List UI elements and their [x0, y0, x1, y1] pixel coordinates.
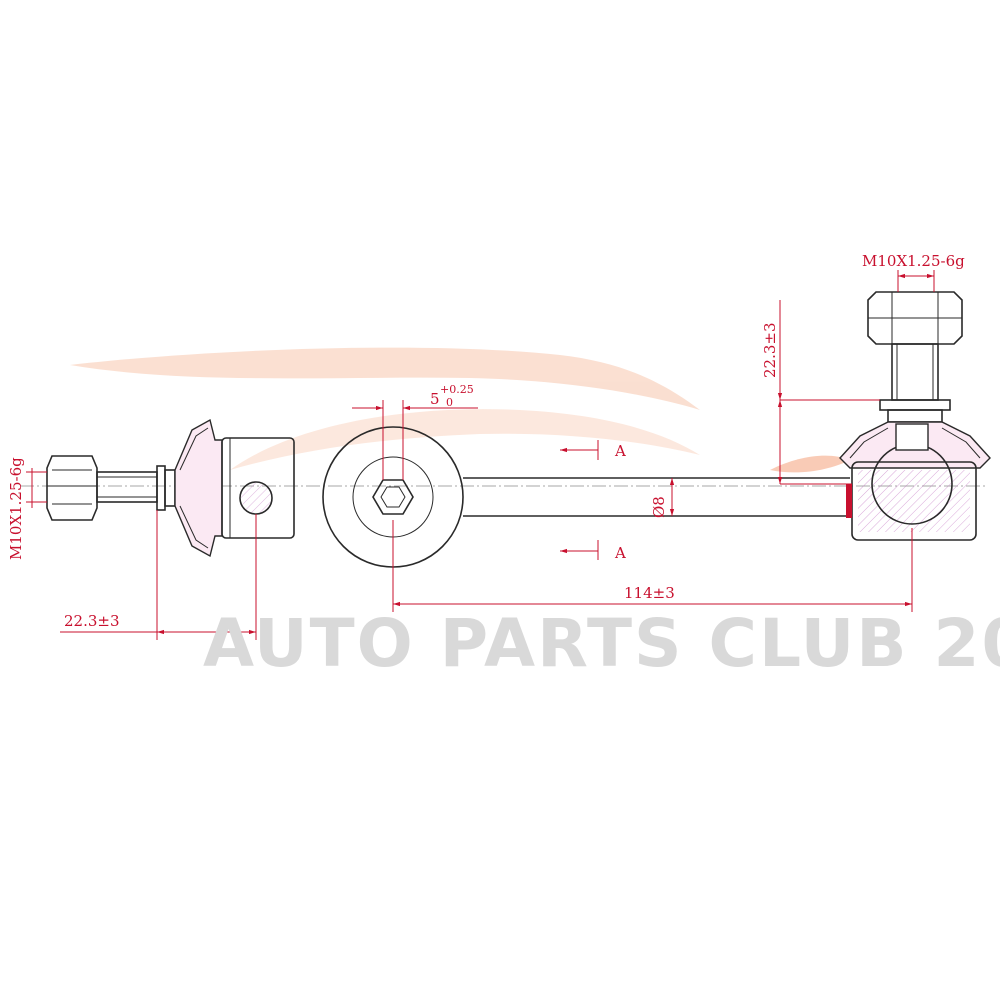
dimensions: M10X1.25-6g 22.3±3 5 +0.25 0 A A Ø8 114±… — [7, 252, 965, 640]
left-ball-joint — [46, 418, 295, 558]
thread-label-left: M10X1.25-6g — [7, 457, 25, 560]
watermark-text: AUTO PARTS CLUB 2018 — [203, 605, 1000, 682]
thread-label-right: M10X1.25-6g — [862, 252, 965, 270]
left-dust-boot — [174, 418, 223, 558]
right-stud — [891, 343, 939, 401]
length-label-left: 22.3±3 — [64, 612, 120, 630]
weld-mark — [846, 484, 852, 518]
hex-width-label: 5 — [430, 390, 440, 408]
hex-tol-upper: +0.25 — [440, 383, 474, 396]
rod — [463, 477, 850, 517]
hex-tol-lower: 0 — [446, 396, 453, 409]
length-label-right: 22.3±3 — [761, 322, 779, 378]
left-housing — [221, 437, 295, 539]
section-a-bottom: A — [614, 544, 626, 562]
section-a-top: A — [614, 442, 626, 460]
hex-socket — [372, 479, 414, 515]
rod-dia-label: Ø8 — [650, 496, 668, 518]
left-hex-nut — [46, 455, 98, 521]
right-hex-nut — [867, 291, 963, 345]
watermark-logo — [70, 347, 850, 473]
overall-length-label: 114±3 — [624, 584, 675, 602]
right-ball-joint — [839, 291, 991, 541]
